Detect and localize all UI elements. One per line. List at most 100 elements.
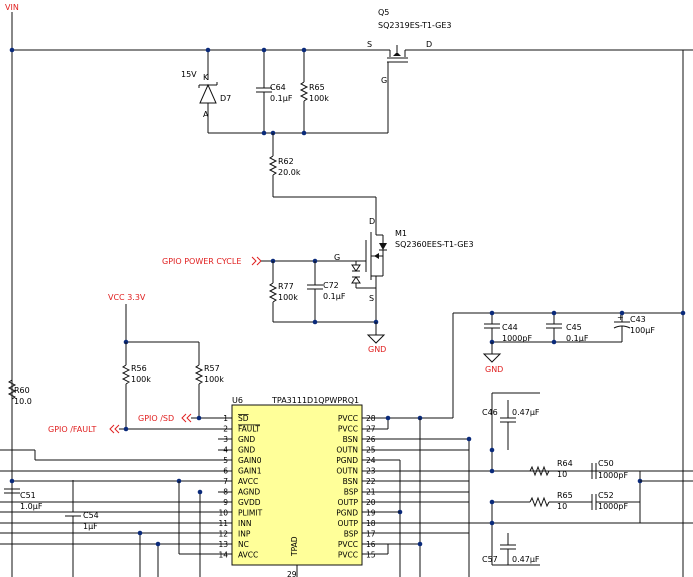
c45-capacitor: C45 0.1µF [546, 310, 589, 343]
r65b-value: 10 [557, 502, 567, 511]
r56-value: 100k [131, 375, 151, 384]
q5-transistor: Q5 SQ2319ES-T1-GE3 S D G [367, 8, 693, 133]
u6-pin-name: OUTP [338, 498, 359, 507]
r57-ref: R57 [204, 364, 220, 373]
u6-pin-name: GAIN1 [238, 467, 262, 476]
r60-value: 10.0 [14, 397, 32, 406]
r62-ref: R62 [278, 157, 294, 166]
r56-ref: R56 [131, 364, 147, 373]
r62-value: 20.0k [278, 168, 301, 177]
c46-capacitor: C46 0.47µF [482, 392, 540, 474]
u6-pin-name: OUTN [336, 446, 358, 455]
c43-capacitor: + C43 100µF [613, 310, 655, 342]
u6-part: TPA3111D1QPWPRQ1 [271, 396, 359, 405]
d7-ref: D7 [220, 94, 231, 103]
q5-ref: Q5 [378, 8, 389, 17]
u6-pin-name: INN [238, 519, 251, 528]
gnd-symbol-left: GND [366, 322, 386, 354]
c51-capacitor: C51 1.0µF [4, 488, 43, 511]
u6-pin-name: FAULT [238, 425, 260, 434]
c50-ref: C50 [598, 459, 614, 468]
c72-value: 0.1µF [323, 292, 346, 301]
u6-pin-number: 10 [218, 509, 228, 518]
r60-resistor: R60 10.0 [7, 379, 32, 406]
u6-pin-name: INP [238, 530, 251, 539]
r77-resistor: R77 100k [268, 261, 298, 322]
m1-d-label: D [369, 217, 375, 226]
u6-pin-number: 12 [218, 530, 228, 539]
svg-text:+: + [617, 313, 624, 322]
c44-ref: C44 [502, 323, 518, 332]
r65b-ref: R65 [557, 491, 573, 500]
gnd-left-label: GND [368, 345, 386, 354]
u6-pin-name: BSP [344, 530, 359, 539]
u6-pin-number: 4 [223, 446, 228, 455]
gnd-right-label: GND [485, 365, 503, 374]
q5-g-label: G [381, 76, 387, 85]
u6-pin-number: 13 [218, 540, 228, 549]
c64-capacitor: C64 0.1µF [256, 47, 293, 133]
u6-pin-name: PVCC [338, 540, 358, 549]
u6-pin-name: NC [238, 540, 249, 549]
r77-ref: R77 [278, 282, 294, 291]
c72-capacitor: C72 0.1µF [307, 261, 346, 322]
c54-capacitor: C54 1µF [65, 480, 99, 577]
u6-pin-name: PVCC [338, 414, 358, 423]
c46-ref: C46 [482, 408, 498, 417]
r60-ref: R60 [14, 386, 30, 395]
r57-value: 100k [204, 375, 224, 384]
gpio-fault-net: GPIO /FAULT [48, 424, 232, 434]
u6-pin-number: 19 [366, 509, 376, 518]
c57-ref: C57 [482, 555, 498, 564]
u6-pin-name: PLIMIT [238, 509, 263, 518]
u6-pin-name: OUTP [338, 519, 359, 528]
q5-d-label: D [426, 40, 432, 49]
u6-pin-name: PVCC [338, 425, 358, 434]
m1-s-label: S [369, 294, 374, 303]
u6-pin-name: PGND [336, 456, 358, 465]
r65-value: 100k [309, 94, 329, 103]
r65-resistor: R65 100k [299, 47, 329, 133]
r77-value: 100k [278, 293, 298, 302]
c44-value: 1000pF [502, 334, 532, 343]
r56-resistor: R56 100k [121, 342, 151, 429]
d7-value: 15V [181, 70, 197, 79]
u6-pin-name: GAIN0 [238, 456, 262, 465]
u6-pin-name: GND [238, 435, 255, 444]
r64-resistor: R64 10 [529, 459, 573, 479]
c50-value: 1000pF [598, 471, 628, 480]
u6-pin-number: 15 [366, 551, 376, 560]
u6-pin-name: BSN [343, 477, 358, 486]
q5-s-label: S [367, 40, 372, 49]
gpio-fault-label: GPIO /FAULT [48, 425, 96, 434]
gpio-sd-net: GPIO /SD [138, 413, 232, 423]
gpio-sd-label: GPIO /SD [138, 414, 174, 423]
c52-ref: C52 [598, 491, 614, 500]
c43-ref: C43 [630, 315, 646, 324]
vcc33-label: VCC 3.3V [108, 293, 146, 302]
c45-ref: C45 [566, 323, 582, 332]
q5-part: SQ2319ES-T1-GE3 [378, 21, 452, 30]
c57-value: 0.47µF [512, 555, 540, 564]
vin-label: VIN [5, 3, 19, 12]
u6-pin-name: PVCC [338, 551, 358, 560]
r57-resistor: R57 100k [194, 342, 224, 418]
u6-pin-name: SD [238, 414, 249, 423]
d7-a: A [203, 110, 209, 119]
c72-ref: C72 [323, 281, 339, 290]
u6-pin-number: 6 [223, 467, 228, 476]
u6-pin-name: GVDD [238, 498, 261, 507]
u6-pin-number: 3 [223, 435, 228, 444]
c54-ref: C54 [83, 511, 99, 520]
c52-capacitor: C52 1000pF [591, 491, 628, 511]
m1-ref: M1 [395, 229, 407, 238]
u6-pin-name: GND [238, 446, 255, 455]
c51-ref: C51 [20, 491, 36, 500]
c64-ref: C64 [270, 83, 286, 92]
u6-pin-number: 11 [218, 519, 228, 528]
c52-value: 1000pF [598, 502, 628, 511]
c64-value: 0.1µF [270, 94, 293, 103]
d7-k: K [203, 73, 209, 82]
